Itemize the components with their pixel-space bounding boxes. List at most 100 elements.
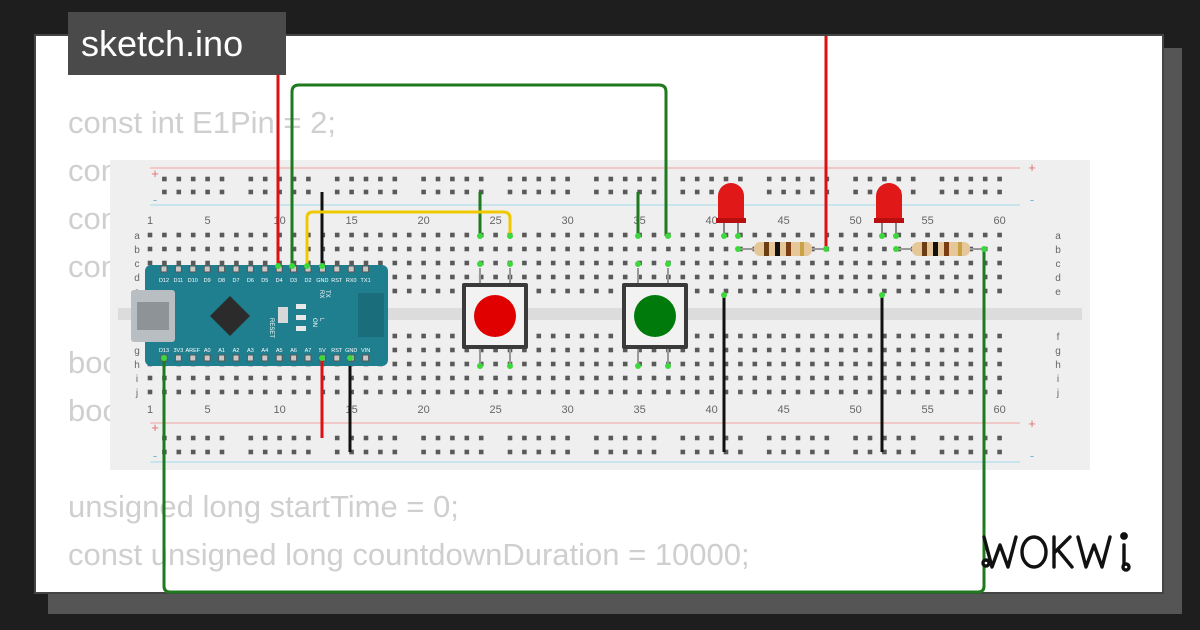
resistor-1	[738, 242, 826, 256]
breadboard-hole	[925, 274, 930, 280]
breadboard-hole	[795, 375, 801, 381]
rail-hole	[766, 449, 772, 455]
breadboard-hole	[838, 288, 844, 294]
breadboard-hole	[752, 347, 758, 353]
breadboard-hole	[622, 274, 628, 280]
breadboard-hole	[536, 288, 542, 294]
rail-hole	[478, 435, 484, 441]
connection-dot	[507, 233, 513, 239]
breadboard-hole	[421, 347, 426, 353]
breadboard-hole	[939, 260, 945, 266]
breadboard-hole	[522, 375, 527, 381]
rail-hole	[392, 189, 398, 195]
breadboard-hole	[939, 274, 945, 280]
breadboard-hole	[651, 274, 657, 280]
rail-hole	[262, 176, 268, 182]
rail-hole	[421, 176, 426, 182]
row-label: c	[135, 259, 140, 270]
breadboard-hole	[882, 333, 887, 339]
breadboard-hole	[738, 375, 743, 381]
rail-hole	[435, 435, 441, 441]
breadboard-hole	[824, 274, 830, 280]
rail-hole	[622, 189, 628, 195]
breadboard-hole	[910, 375, 916, 381]
column-label: 60	[993, 404, 1005, 416]
breadboard-hole	[392, 288, 398, 294]
breadboard-hole	[680, 246, 686, 252]
breadboard-hole	[248, 375, 254, 381]
column-label: 45	[777, 404, 789, 416]
rail-hole	[637, 189, 642, 195]
row-label: h	[134, 360, 140, 371]
arduino-pin-label-top: D9	[204, 278, 211, 284]
breadboard-hole	[493, 260, 498, 266]
breadboard-hole	[205, 389, 210, 395]
rail-hole	[378, 176, 383, 182]
rail-hole	[637, 449, 642, 455]
breadboard-hole	[939, 361, 945, 367]
rail-plus-br: +	[1028, 416, 1036, 431]
connection-dot	[161, 355, 167, 361]
breadboard-hole	[493, 246, 498, 252]
rail-hole	[939, 189, 945, 195]
rail-hole	[982, 176, 988, 182]
arduino-pin-label-top: RX0	[346, 278, 357, 284]
rail-hole	[608, 449, 614, 455]
breadboard-hole	[968, 347, 974, 353]
breadboard-hole	[867, 361, 873, 367]
breadboard-hole	[162, 232, 167, 238]
column-label: 50	[849, 215, 861, 227]
breadboard-hole	[608, 260, 614, 266]
rail-hole	[306, 189, 311, 195]
breadboard-hole	[867, 260, 873, 266]
row-label: b	[134, 245, 140, 256]
breadboard-hole	[406, 260, 412, 266]
breadboard-hole	[406, 389, 412, 395]
breadboard-hole	[651, 347, 657, 353]
rail-hole	[205, 449, 210, 455]
rail-hole	[954, 189, 959, 195]
rail-hole	[781, 189, 786, 195]
breadboard-hole	[766, 361, 772, 367]
breadboard-hole	[896, 375, 902, 381]
breadboard-hole	[291, 260, 297, 266]
breadboard-hole	[406, 246, 412, 252]
rail-hole	[680, 435, 686, 441]
rail-hole	[968, 449, 974, 455]
breadboard-hole	[838, 347, 844, 353]
rail-hole	[522, 449, 527, 455]
connection-dot	[735, 246, 741, 252]
breadboard-hole	[421, 361, 426, 367]
column-label: 20	[417, 404, 429, 416]
breadboard-hole	[522, 389, 527, 395]
breadboard-hole	[896, 361, 902, 367]
breadboard-hole	[493, 389, 498, 395]
rail-hole	[738, 449, 743, 455]
breadboard-hole	[248, 232, 254, 238]
rail-hole	[392, 449, 398, 455]
arduino-pin-label-top: RST	[331, 278, 343, 284]
nano-label-reset: RESET	[268, 318, 274, 338]
rail-hole	[896, 449, 902, 455]
breadboard-hole	[968, 361, 974, 367]
file-tab[interactable]: sketch.ino	[68, 12, 286, 75]
breadboard-hole	[594, 260, 599, 266]
breadboard-hole	[291, 375, 297, 381]
breadboard-hole	[997, 389, 1002, 395]
arduino-pin-label-bottom: A1	[218, 348, 225, 354]
breadboard-hole	[651, 361, 657, 367]
breadboard-hole	[954, 288, 959, 294]
breadboard-hole	[709, 375, 714, 381]
rail-hole	[363, 449, 369, 455]
breadboard-hole	[781, 232, 786, 238]
connection-dot	[635, 261, 641, 267]
breadboard-hole	[766, 232, 772, 238]
row-label: g	[1055, 346, 1061, 357]
rail-hole	[766, 189, 772, 195]
breadboard-hole	[608, 274, 614, 280]
breadboard-hole	[522, 347, 527, 353]
column-label: 60	[993, 215, 1005, 227]
breadboard-hole	[421, 375, 426, 381]
rail-hole	[262, 189, 268, 195]
arduino-pin-bottom	[174, 354, 182, 362]
